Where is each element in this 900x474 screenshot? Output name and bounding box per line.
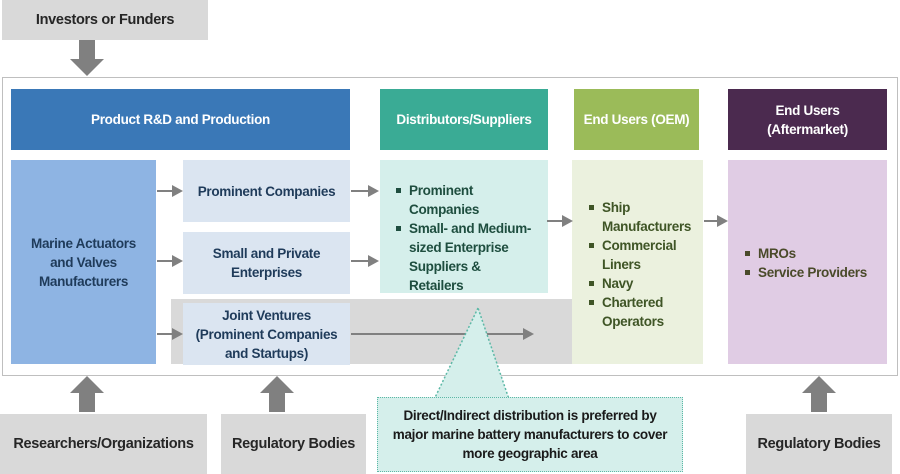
callout-text: Direct/Indirect distribution is preferre… [392,408,668,461]
end-users-aftermarket-box: MROs Service Providers [728,160,887,364]
list-item: Chartered Operators [588,293,697,331]
distributors-list: Prominent Companies Small- and Medium-si… [395,181,538,295]
distributors-box: Prominent Companies Small- and Medium-si… [380,160,548,293]
regulatory-bodies-box-right: Regulatory Bodies [746,414,892,474]
header-distributors: Distributors/Suppliers [380,89,548,150]
list-item: Ship Manufacturers [588,198,697,236]
oem-list: Ship Manufacturers Commercial Liners Nav… [588,198,697,331]
list-item: MROs [744,244,881,263]
end-users-oem-box: Ship Manufacturers Commercial Liners Nav… [572,160,703,364]
callout-pointer [428,306,514,409]
producer-joint-ventures: Joint Ventures (Prominent Companies and … [183,303,350,365]
list-item: Prominent Companies [395,181,538,219]
producer-prominent-companies: Prominent Companies [183,160,350,222]
aftermarket-list: MROs Service Providers [744,244,881,282]
callout-box: Direct/Indirect distribution is preferre… [377,397,683,472]
header-rd-production: Product R&D and Production [11,89,350,150]
up-arrow-icon [802,376,836,412]
list-item: Commercial Liners [588,236,697,274]
up-arrow-icon [70,376,104,412]
up-arrow-icon [260,376,294,412]
header-end-users-oem: End Users (OEM) [574,89,699,150]
regulatory-bodies-box-left: Regulatory Bodies [221,414,366,474]
manufacturers-box: Marine Actuators and Valves Manufacturer… [11,160,156,364]
list-item: Service Providers [744,263,881,282]
investors-or-funders-label: Investors or Funders [35,11,175,28]
researchers-organizations-box: Researchers/Organizations [0,414,207,474]
list-item: Navy [588,274,697,293]
down-arrow-icon [70,40,104,76]
producer-small-private-enterprises: Small and Private Enterprises [183,232,350,294]
list-item: Small- and Medium-sized Enterprise Suppl… [395,219,538,295]
header-end-users-aftermarket: End Users (Aftermarket) [728,89,887,150]
investors-or-funders-box: Investors or Funders [2,0,208,40]
